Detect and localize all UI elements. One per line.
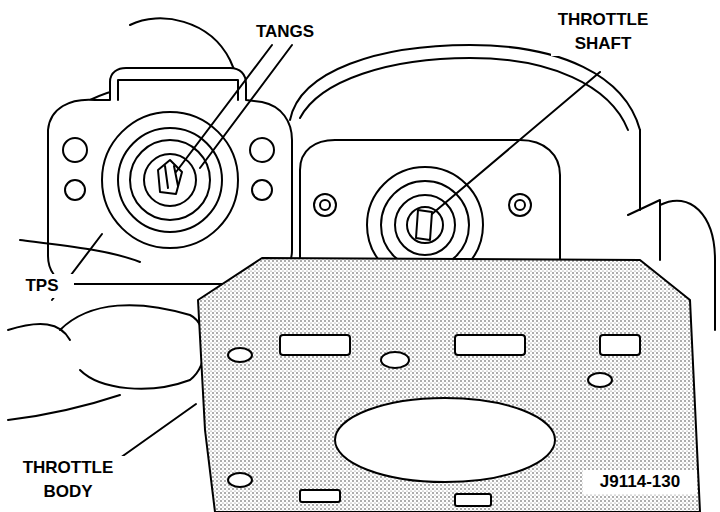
part-label: THROTTLE SHAFT bbox=[551, 8, 655, 56]
part-label: TANGS bbox=[228, 20, 342, 44]
figure-number: J9114-130 bbox=[583, 470, 697, 494]
part-label: THROTTLE BODY bbox=[11, 456, 125, 504]
part-label: TPS bbox=[10, 274, 74, 298]
